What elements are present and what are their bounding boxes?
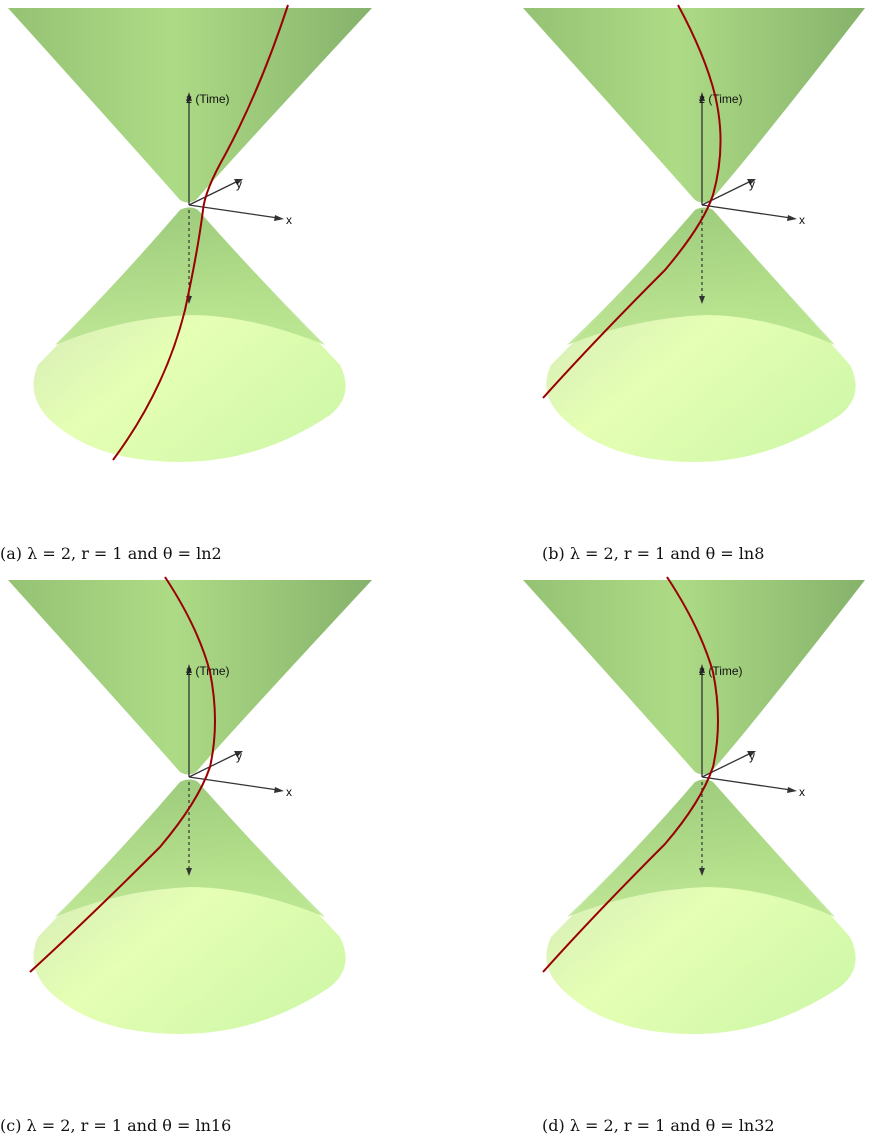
- caption-b: (b) λ = 2, r = 1 and θ = ln8: [542, 544, 764, 563]
- y-axis-label: y: [236, 177, 242, 191]
- z-negative-arrowhead: [699, 868, 705, 876]
- caption-text: λ = 2, r = 1 and θ = ln8: [569, 544, 765, 563]
- hyperboloid-figure-b: z (Time) x y: [523, 4, 865, 462]
- upper-sheet: [523, 580, 865, 775]
- z-negative-arrowhead: [186, 868, 192, 876]
- y-axis: [188, 181, 237, 206]
- trajectory-curve: [542, 4, 722, 399]
- caption-text: λ = 2, r = 1 and θ = ln32: [569, 1116, 775, 1135]
- upper-sheet: [8, 580, 372, 775]
- y-axis-label: y: [236, 749, 242, 763]
- x-axis-label: x: [286, 785, 292, 799]
- z-axis-label: z (Time): [699, 92, 743, 106]
- y-axis: [188, 753, 237, 778]
- upper-sheet: [8, 8, 372, 203]
- y-arrowhead: [234, 751, 243, 757]
- x-arrowhead: [787, 215, 797, 221]
- z-axis-label: z (Time): [186, 664, 230, 678]
- x-arrowhead: [274, 787, 284, 793]
- trajectory-curve: [112, 4, 289, 461]
- z-arrowhead: [186, 664, 192, 673]
- y-axis-label: y: [749, 177, 755, 191]
- z-axis-label: z (Time): [186, 92, 230, 106]
- lower-sheet: [546, 207, 856, 462]
- upper-sheet: [523, 8, 865, 203]
- x-axis-label: x: [799, 785, 805, 799]
- caption-d: (d) λ = 2, r = 1 and θ = ln32: [542, 1116, 775, 1135]
- x-axis: [701, 204, 792, 219]
- trajectory-curve: [29, 576, 216, 973]
- z-negative-arrowhead: [699, 296, 705, 304]
- hyperboloid-figure-d: z (Time) x y: [523, 576, 865, 1034]
- z-arrowhead: [699, 92, 705, 101]
- trajectory-curve: [542, 576, 719, 973]
- panel-d: z (Time) x y: [515, 572, 876, 1052]
- panel-b: z (Time) x y: [515, 0, 876, 480]
- hyperboloid-figure-a: z (Time) x y: [8, 4, 372, 462]
- caption-text: λ = 2, r = 1 and θ = ln16: [26, 1116, 232, 1135]
- lower-sheet-shade: [55, 779, 325, 917]
- caption-c: (c) λ = 2, r = 1 and θ = ln16: [0, 1116, 231, 1135]
- y-axis-label: y: [749, 749, 755, 763]
- lower-sheet: [33, 779, 346, 1034]
- y-arrowhead: [747, 751, 756, 757]
- panel-c: z (Time) x y: [0, 572, 400, 1052]
- hyperboloid-figure-c: z (Time) x y: [8, 576, 372, 1034]
- x-arrowhead: [787, 787, 797, 793]
- x-axis: [701, 776, 792, 791]
- lower-sheet: [546, 779, 856, 1034]
- caption-label: (c): [0, 1116, 22, 1135]
- panel-a: z (Time) x y: [0, 0, 400, 480]
- lower-sheet-shade: [567, 779, 835, 917]
- lower-sheet-shade: [55, 207, 325, 345]
- y-arrowhead: [234, 179, 243, 185]
- y-arrowhead: [747, 179, 756, 185]
- x-arrowhead: [274, 215, 284, 221]
- z-arrowhead: [186, 92, 192, 101]
- lower-sheet: [33, 207, 346, 462]
- z-axis-label: z (Time): [699, 664, 743, 678]
- x-axis-label: x: [799, 213, 805, 227]
- caption-label: (b): [542, 544, 565, 563]
- x-axis: [188, 776, 279, 791]
- caption-a: (a) λ = 2, r = 1 and θ = ln2: [0, 544, 222, 563]
- z-arrowhead: [699, 664, 705, 673]
- caption-label: (a): [0, 544, 23, 563]
- caption-label: (d): [542, 1116, 565, 1135]
- x-axis-label: x: [286, 213, 292, 227]
- caption-text: λ = 2, r = 1 and θ = ln2: [27, 544, 222, 563]
- lower-sheet-shade: [567, 207, 835, 345]
